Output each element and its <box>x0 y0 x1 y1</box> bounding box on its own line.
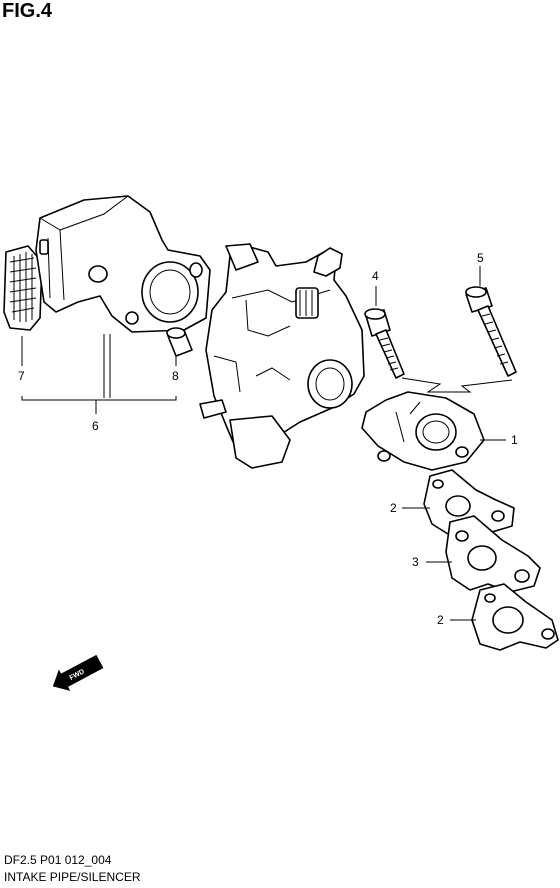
figure-caption: INTAKE PIPE/SILENCER <box>4 870 141 884</box>
callout-1: 1 <box>511 433 518 447</box>
callout-8: 8 <box>172 369 179 383</box>
gasket-upper <box>423 469 515 535</box>
collar <box>166 327 193 357</box>
callout-2-lower: 2 <box>437 613 444 627</box>
callout-3: 3 <box>412 555 419 569</box>
bolt-4 <box>364 308 405 379</box>
forward-direction-arrow: FWD <box>52 654 104 691</box>
callout-4: 4 <box>372 269 379 283</box>
carburetor <box>199 243 365 469</box>
callout-5: 5 <box>477 251 484 265</box>
callout-6: 6 <box>92 419 99 433</box>
callout-2-upper: 2 <box>390 501 397 515</box>
bolt-break-line <box>401 377 513 393</box>
document-code: DF2.5 P01 012_004 <box>4 853 112 867</box>
silencer-screen <box>3 245 43 331</box>
figure-title: FIG.4 <box>2 0 53 22</box>
callout-7: 7 <box>18 369 25 383</box>
bolt-5 <box>465 286 517 377</box>
carburetor-flange <box>361 391 485 471</box>
leader-6-bracket <box>21 334 177 414</box>
intake-silencer <box>35 195 211 333</box>
gasket-lower <box>471 583 559 651</box>
insulator <box>445 515 541 593</box>
